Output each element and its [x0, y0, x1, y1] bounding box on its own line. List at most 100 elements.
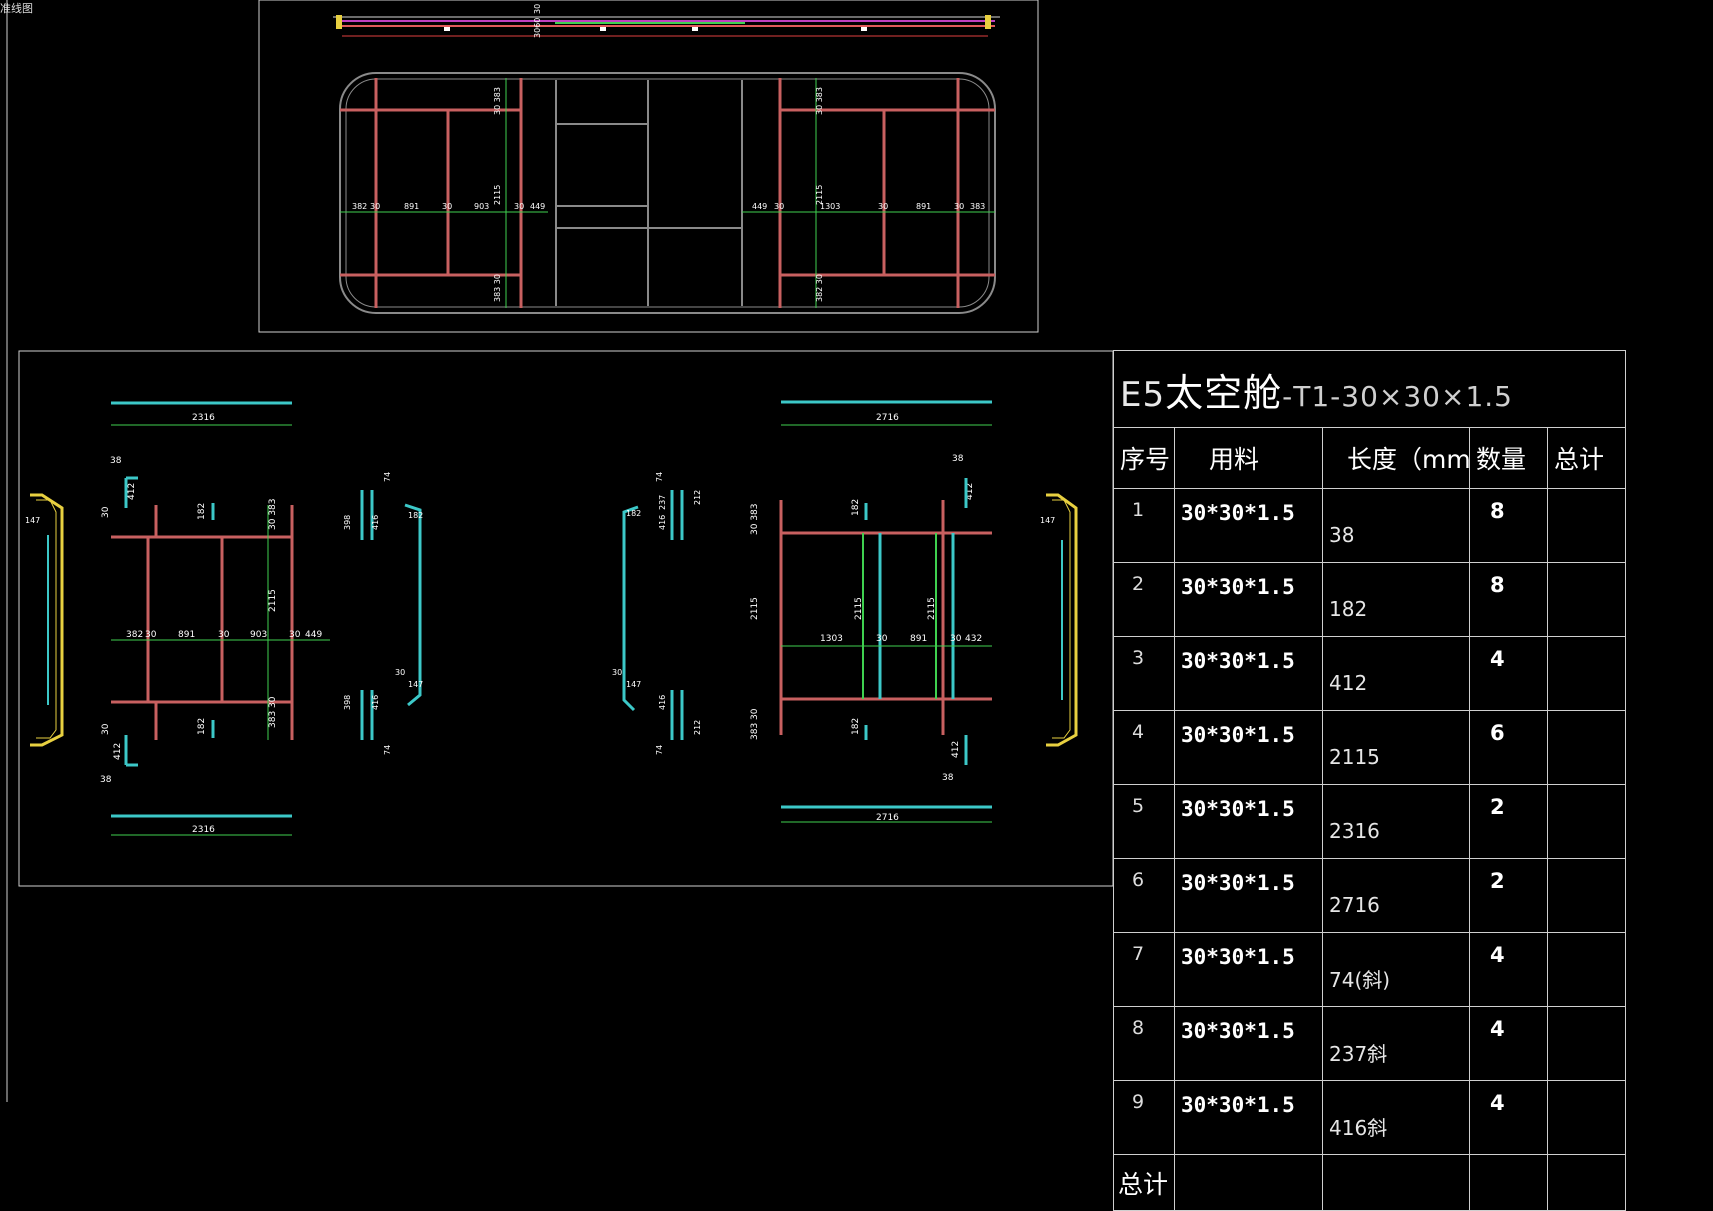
dim-label: 182: [197, 718, 207, 735]
dim-label: 74: [383, 745, 392, 755]
bom-title-suffix: -T1-30×30×1.5: [1282, 379, 1513, 413]
dim-label: 416: [658, 515, 667, 530]
dim-label: 412: [951, 741, 961, 758]
table-row: 7 30*30*1.5 74(斜) 4: [1113, 932, 1627, 1007]
dim-label: 383 30: [493, 274, 502, 302]
dim-label: 449: [305, 630, 322, 640]
footer-cell: [1546, 1154, 1627, 1211]
footer-cell: [1174, 1154, 1323, 1211]
cell-material: 30*30*1.5: [1174, 1080, 1323, 1155]
cell-length: 38: [1322, 488, 1470, 563]
dim-label: 30: [218, 630, 230, 640]
left-frame-assembly: 2316 2316 382 30 891 30 903 30 449 2115 …: [25, 401, 423, 836]
cell-total: [1546, 1006, 1627, 1081]
cell-total: [1546, 636, 1627, 711]
dim-label: 182: [851, 718, 861, 735]
table-row: 2 30*30*1.5 182 8: [1113, 562, 1627, 637]
cell-length: 74(斜): [1322, 932, 1470, 1007]
top-sheet-frame: [258, 0, 1039, 333]
dim-label: 412: [113, 743, 123, 760]
top-plan-view: 382 30 891 30 903 30 449 449 30 1303 30 …: [339, 72, 996, 314]
cell-length: 416斜: [1322, 1080, 1470, 1155]
dim-label: 382 30: [815, 274, 824, 302]
dim-label: 182: [626, 509, 641, 518]
dim-label: 383 30: [750, 708, 760, 740]
dim-label: 147: [1040, 516, 1055, 525]
cell-length: 2716: [1322, 858, 1470, 933]
dim-label: 382: [126, 630, 143, 640]
cell-no: 1: [1113, 488, 1175, 563]
dim-label: 891: [178, 630, 195, 640]
cell-no: 9: [1113, 1080, 1175, 1155]
cell-length: 237斜: [1322, 1006, 1470, 1081]
cell-length: 2115: [1322, 710, 1470, 785]
cad-drawing-canvas: 3060 30 382 30 891 30: [6, 0, 1114, 1102]
dim-label: 2115: [854, 597, 864, 620]
dim-label: 38: [952, 454, 964, 464]
dim-label: 891: [404, 202, 419, 211]
dim-label: 30: [950, 634, 962, 644]
dim-label: 398: [343, 695, 352, 710]
dim-label: 212: [693, 490, 702, 505]
dim-label: 30: [145, 630, 157, 640]
cell-material: 30*30*1.5: [1174, 858, 1323, 933]
cell-qty: 2: [1469, 784, 1548, 859]
dim-label: 891: [910, 634, 927, 644]
cell-material: 30*30*1.5: [1174, 710, 1323, 785]
cell-material: 30*30*1.5: [1174, 1006, 1323, 1081]
dim-label: 903: [474, 202, 489, 211]
col-header-length: 长度（mm）: [1322, 427, 1470, 489]
cell-total: [1546, 784, 1627, 859]
table-row: 5 30*30*1.5 2316 2: [1113, 784, 1627, 859]
cell-qty: 8: [1469, 562, 1548, 637]
dim-label: 2115: [927, 597, 937, 620]
dim-label: 147: [25, 516, 40, 525]
footer-cell: [1469, 1154, 1548, 1211]
table-row: 3 30*30*1.5 412 4: [1113, 636, 1627, 711]
dim-label: 2316: [192, 825, 215, 835]
bom-footer-row: 总计: [1113, 1154, 1627, 1211]
dim-label: 412: [965, 483, 975, 500]
cell-total: [1546, 932, 1627, 1007]
bom-header-row: 序号 用料 长度（mm） 数量 总计: [1113, 427, 1627, 489]
dim-label: 30: [876, 634, 888, 644]
bom-title-main: 太空舱: [1165, 370, 1283, 415]
dim-label: 30: [289, 630, 301, 640]
cell-material: 30*30*1.5: [1174, 562, 1323, 637]
cell-total: [1546, 858, 1627, 933]
dim-label: 30: [370, 202, 380, 211]
dim-label: 182: [408, 511, 423, 520]
cell-qty: 4: [1469, 1080, 1548, 1155]
cell-no: 4: [1113, 710, 1175, 785]
dim-label: 432: [965, 634, 982, 644]
dim-label: 147: [408, 680, 423, 689]
cell-no: 2: [1113, 562, 1175, 637]
cell-qty: 4: [1469, 932, 1548, 1007]
col-header-total: 总计: [1546, 427, 1627, 489]
dim-label: 74: [655, 745, 664, 755]
dim-label: 2716: [876, 813, 899, 823]
viewport-label: 准线图: [0, 2, 33, 15]
dim-label: 3060: [533, 18, 542, 38]
dim-label: 412: [127, 483, 137, 500]
cell-qty: 4: [1469, 636, 1548, 711]
dim-label: 416: [371, 695, 380, 710]
footer-label: 总计: [1113, 1154, 1175, 1211]
dim-label: 30 383: [750, 504, 760, 536]
cell-material: 30*30*1.5: [1174, 932, 1323, 1007]
cell-length: 2316: [1322, 784, 1470, 859]
dim-label: 30 383: [268, 499, 278, 531]
dim-label: 30: [442, 202, 452, 211]
dim-label: 30: [101, 723, 111, 735]
dim-label: 416: [371, 515, 380, 530]
dim-label: 903: [250, 630, 267, 640]
bom-title-prefix: E5: [1120, 374, 1166, 415]
cell-material: 30*30*1.5: [1174, 636, 1323, 711]
dim-label: 30: [612, 668, 622, 677]
dim-label: 398: [343, 515, 352, 530]
cell-qty: 8: [1469, 488, 1548, 563]
dim-label: 147: [626, 680, 641, 689]
dim-label: 74: [655, 472, 664, 482]
dim-label: 30 383: [493, 87, 502, 115]
table-row: 9 30*30*1.5 416斜 4: [1113, 1080, 1627, 1155]
